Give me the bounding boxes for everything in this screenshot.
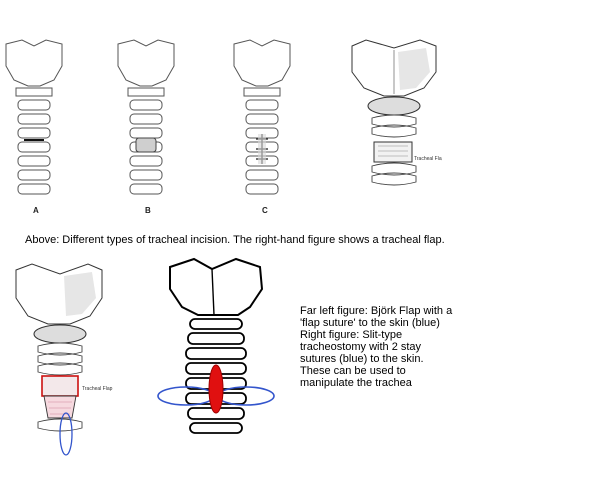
thyroid-cartilage-sketch <box>169 257 264 316</box>
caption-top: Above: Different types of tracheal incis… <box>25 234 445 246</box>
side-caption-line: tracheostomy with 2 stay <box>300 341 422 353</box>
flap-opening <box>373 141 413 163</box>
thyroid-cartilage <box>5 39 63 87</box>
label-c: C <box>262 206 268 215</box>
flap-label-2: Tracheal Flap <box>82 386 113 392</box>
tracheal-rings <box>17 99 51 195</box>
side-caption-line: Right figure: Slit-type <box>300 329 403 341</box>
thyroid-cartilage <box>233 39 291 87</box>
slit-incision <box>208 364 224 414</box>
flap-suture <box>59 412 73 456</box>
trachea-figure-c <box>233 39 291 195</box>
side-caption-line: These can be used to <box>300 365 406 377</box>
flap <box>43 395 77 419</box>
label-b: B <box>145 206 151 215</box>
bjork-flap-figure: Tracheal Flap <box>15 263 113 456</box>
side-caption: Far left figure: Björk Flap with a 'flap… <box>300 305 452 389</box>
flap-label: Tracheal Flap <box>414 156 442 162</box>
side-caption-line: sutures (blue) to the skin. <box>300 353 424 365</box>
cricoid-ring <box>367 96 421 116</box>
slit-tracheostomy-figure <box>157 257 275 434</box>
tracheal-flap-figure: Tracheal Flap <box>351 39 442 186</box>
cricoid-ring <box>33 324 87 344</box>
label-a: A <box>33 206 39 215</box>
tracheal-rings <box>371 114 417 138</box>
tracheal-rings-sketch <box>185 318 247 434</box>
thyroid-cartilage <box>117 39 175 87</box>
trachea-figure-a <box>5 39 63 195</box>
trachea-figure-b <box>117 39 175 195</box>
tracheal-rings <box>37 342 83 376</box>
cricoid-cartilage <box>127 87 165 97</box>
side-caption-line: manipulate the trachea <box>300 377 412 389</box>
window-excision <box>135 137 157 153</box>
cricoid-cartilage <box>15 87 53 97</box>
flap-window <box>41 375 79 397</box>
side-caption-line: 'flap suture' to the skin (blue) <box>300 317 440 329</box>
side-caption-line: Far left figure: Björk Flap with a <box>300 305 453 317</box>
cricoid-cartilage <box>243 87 281 97</box>
